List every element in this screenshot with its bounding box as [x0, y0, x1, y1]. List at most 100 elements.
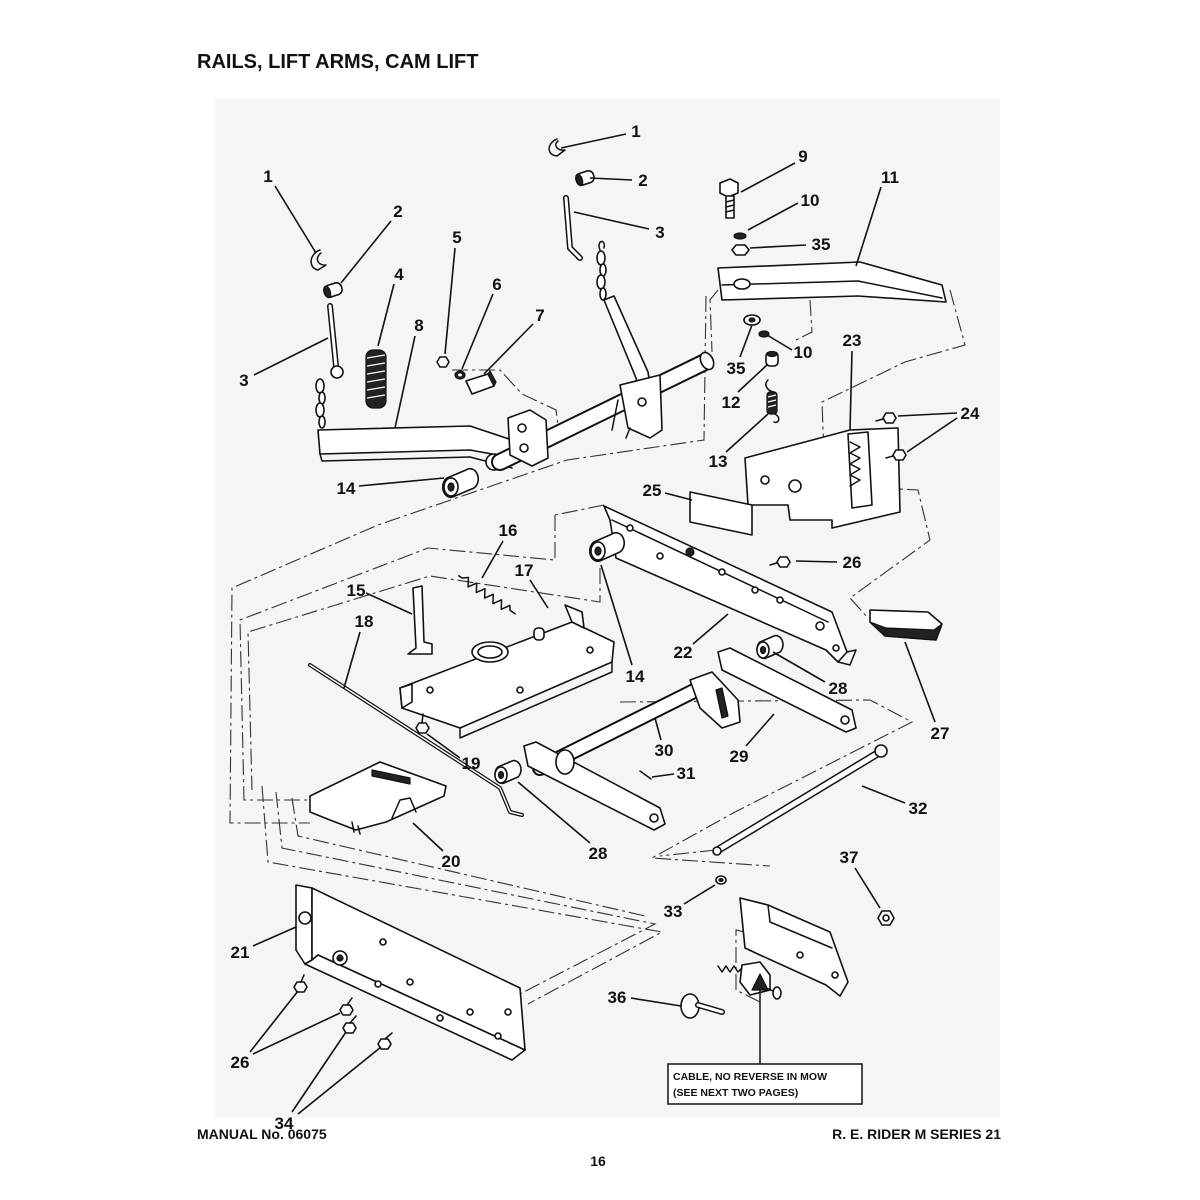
key-block	[465, 370, 497, 395]
lock-washer-shape	[458, 373, 462, 377]
side-rail-right-shape	[776, 596, 784, 604]
side-rail-right-shape	[656, 552, 664, 560]
leader-line	[772, 651, 826, 683]
callout-label: 28	[829, 679, 848, 698]
e-ring-washer-shape	[718, 877, 724, 883]
bushing-left-shape	[497, 770, 505, 780]
rail-bolt-shape	[776, 556, 791, 568]
hex-nut-shape	[436, 356, 450, 368]
switch-bracket-shape	[739, 897, 849, 997]
phantom-lines-shape	[554, 504, 605, 516]
leader-line	[651, 773, 675, 778]
leader-line	[849, 350, 853, 431]
callout-label: 19	[462, 754, 481, 773]
leader-line	[589, 177, 633, 181]
interlock-plate-shape	[772, 986, 782, 1000]
leader-line	[749, 244, 807, 249]
page-title: RAILS, LIFT ARMS, CAM LIFT	[197, 51, 479, 73]
leader-line	[461, 293, 494, 370]
lock-washer	[454, 370, 466, 380]
phantom-lines-shape	[659, 849, 717, 857]
side-rail-left-shape	[304, 954, 526, 1061]
bushing-middle	[589, 531, 625, 563]
lock-washer-lower-shape	[758, 330, 770, 338]
note-line-2: (SEE NEXT TWO PAGES)	[673, 1087, 798, 1099]
phantom-lines	[229, 289, 966, 1005]
bushing-left	[494, 759, 522, 785]
clevis-pin-right-shape	[575, 173, 584, 187]
callout-label: 6	[492, 275, 501, 294]
compression-spring	[365, 349, 387, 409]
leader-line	[394, 335, 416, 429]
leader-line	[855, 186, 882, 267]
lift-link-right-shape	[611, 399, 631, 439]
plate-bolt-shape	[421, 713, 424, 724]
callout-label: 1	[631, 122, 640, 141]
cam-arm-right-shape	[840, 715, 850, 725]
quadrant-bracket-shape	[788, 479, 802, 493]
hex-bolt-shape	[719, 178, 739, 198]
hex-nut	[436, 356, 450, 368]
phantom-lines-shape	[291, 797, 646, 917]
pedal-pad	[869, 609, 943, 641]
leader-line	[739, 324, 753, 358]
switch-bracket-shape	[796, 951, 804, 959]
quadrant-bracket-shape	[849, 441, 861, 487]
side-rail-left-shape	[436, 1014, 444, 1022]
leader-line	[747, 202, 799, 231]
callout-label: 12	[722, 393, 741, 412]
leader-line	[253, 337, 329, 376]
cable-bracket-shape	[351, 821, 361, 835]
callout-label: 24	[961, 404, 980, 423]
leader-line	[426, 733, 461, 759]
mounting-plate-shape	[564, 604, 585, 629]
phantom-lines-shape	[791, 299, 813, 343]
spacer-washer-shape	[748, 317, 756, 323]
side-rail-right-shape	[718, 568, 726, 576]
cross-rod	[712, 744, 888, 856]
switch-bracket	[739, 897, 849, 997]
extension-spring-shape	[766, 391, 778, 415]
callout-label: 7	[535, 306, 544, 325]
leader-line	[795, 560, 838, 563]
callout-label: 1	[263, 167, 272, 186]
side-rail-right-shape	[626, 524, 634, 532]
side-rail-left-shape	[298, 911, 312, 925]
lift-rod-left-shape	[328, 304, 338, 368]
rail-bolts-lower-shape	[293, 981, 308, 993]
phantom-lines-shape	[735, 929, 763, 1003]
mounting-plate-shape	[586, 646, 594, 654]
leader-line	[297, 1046, 382, 1115]
flat-washer-upper	[731, 244, 750, 256]
leader-line	[340, 220, 392, 284]
spacer-plate	[689, 491, 753, 536]
model-series: R. E. RIDER M SERIES 21	[832, 1126, 1001, 1142]
chain-left	[315, 378, 326, 429]
callout-label: 32	[909, 799, 928, 818]
cam-arm-right	[717, 647, 857, 733]
control-lever	[717, 261, 947, 303]
callout-label: 3	[239, 371, 248, 390]
phantom-lines-shape	[452, 369, 561, 441]
side-rail-left	[295, 884, 526, 1061]
compression-spring-shape	[365, 349, 387, 409]
callout-label: 36	[608, 988, 627, 1007]
lever-stop-bracket	[407, 585, 433, 655]
switch-bracket-shape	[767, 904, 833, 949]
spacer-plate-shape	[689, 491, 753, 536]
arm-clevis-bracket-shape	[507, 409, 549, 467]
lock-washer-upper-shape	[733, 232, 747, 240]
cross-rod-shape	[712, 846, 722, 856]
side-rail-right	[603, 505, 857, 666]
cable-note-box-shape	[667, 1063, 863, 1105]
bushing-right-shape	[759, 645, 767, 655]
control-lever-shape	[721, 280, 943, 299]
side-rail-left-shape	[374, 980, 382, 988]
control-lever-shape	[733, 278, 751, 290]
callout-label: 2	[638, 171, 647, 190]
bushing-top	[442, 467, 479, 499]
bracket-bolts	[875, 412, 907, 461]
side-rail-right-shape	[815, 621, 825, 631]
mounting-plate-shape	[516, 686, 524, 694]
plate-bolt	[415, 713, 430, 734]
